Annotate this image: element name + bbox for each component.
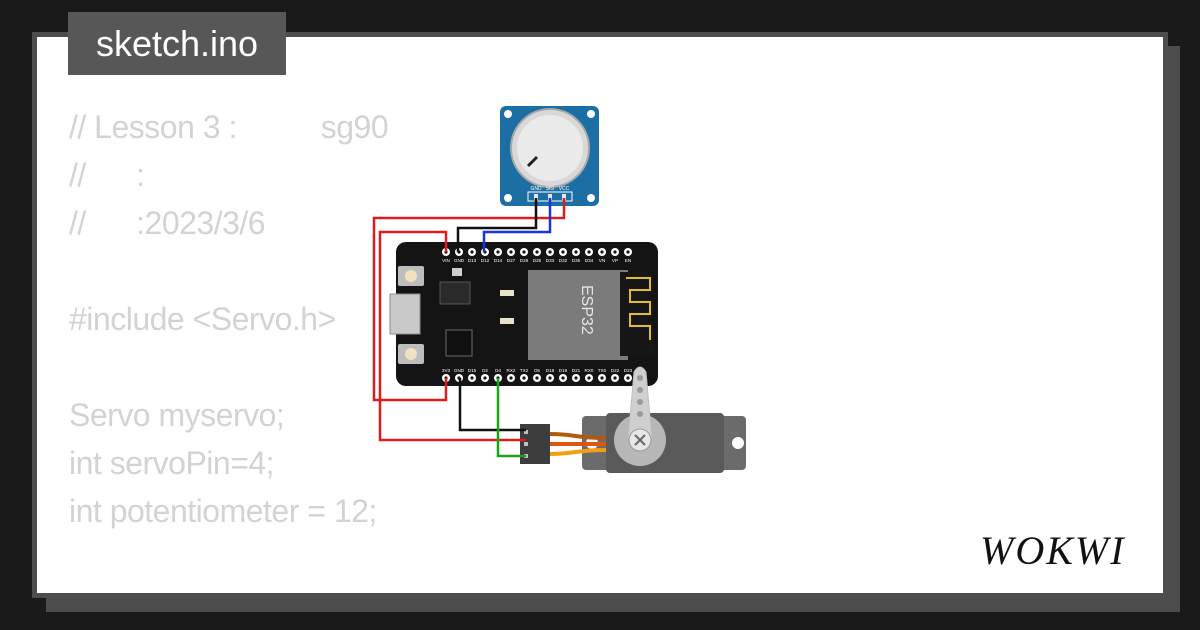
file-name-tab: sketch.ino (68, 12, 286, 75)
servo-motor (520, 366, 746, 473)
header-pin-hole (613, 250, 617, 254)
header-pin-hole (574, 250, 578, 254)
header-pin-hole (496, 250, 500, 254)
wokwi-logo: WOKWI (980, 528, 1126, 573)
file-name-label: sketch.ino (95, 22, 259, 64)
header-pin-hole (483, 376, 487, 380)
header-pin-hole (561, 376, 565, 380)
header-pin-label: D19 (559, 368, 568, 373)
header-pin-label: D34 (585, 258, 594, 263)
header-pin-hole (522, 250, 526, 254)
header-pin-hole (548, 376, 552, 380)
header-pin-label: EN (625, 258, 631, 263)
header-pin-hole (509, 250, 513, 254)
header-pin-label: D4 (495, 368, 501, 373)
potentiometer-knob-indicator (526, 155, 539, 168)
header-pin-label: D15 (468, 368, 477, 373)
header-pin-hole (600, 250, 604, 254)
header-pin-label: D23 (624, 368, 633, 373)
connection-wires (372, 198, 566, 458)
header-pin-label: D14 (494, 258, 503, 263)
header-pin-label: 3V3 (442, 368, 451, 373)
header-pin-label: D27 (507, 258, 516, 263)
wokwi-logo-text: WOKWI (980, 528, 1126, 573)
header-pin-hole (535, 376, 539, 380)
pot-pin-label: GND (530, 186, 542, 192)
code-line (69, 535, 388, 583)
header-pin-hole (613, 376, 617, 380)
code-line: int potentiometer = 12; (69, 493, 377, 529)
header-pin-label: GND (454, 368, 465, 373)
header-pin-label: D12 (481, 258, 490, 263)
code-line: #include <Servo.h> (69, 301, 336, 337)
header-pin-label: D26 (520, 258, 529, 263)
header-pin-hole (470, 376, 474, 380)
header-pin-label: VP (612, 258, 618, 263)
board-chip-label: ESP32 (578, 285, 595, 335)
header-pin-hole (626, 250, 630, 254)
header-pin-label: D35 (572, 258, 581, 263)
header-pin-label: D33 (546, 258, 555, 263)
code-line (69, 343, 388, 391)
header-pin-hole (535, 250, 539, 254)
header-pin-label: D22 (611, 368, 620, 373)
header-pin-hole (600, 376, 604, 380)
header-pin-label: TX0 (598, 368, 607, 373)
header-pin-hole (626, 376, 630, 380)
header-pin-label: TX2 (520, 368, 529, 373)
header-pin-hole (548, 250, 552, 254)
code-line (69, 247, 388, 295)
preview-card: // Lesson 3 : sg90 // : // :2023/3/6 #in… (37, 37, 1163, 593)
header-pin-hole (470, 250, 474, 254)
code-preview: // Lesson 3 : sg90 // : // :2023/3/6 #in… (69, 103, 389, 593)
header-pin-label: RX0 (585, 368, 594, 373)
code-line: Servo myservo; (69, 397, 285, 433)
header-pin-label: VIN (442, 258, 450, 263)
header-pin-label: GND (454, 258, 465, 263)
header-pin-label: VN (599, 258, 605, 263)
code-line: int servoPin=4; (69, 445, 275, 481)
header-pin-label: D5 (534, 368, 540, 373)
header-pin-hole (509, 376, 513, 380)
header-pin-hole (587, 250, 591, 254)
header-pin-label: D2 (482, 368, 488, 373)
pot-pin-label: VCC (559, 186, 570, 192)
header-pin-label: D32 (559, 258, 568, 263)
code-line: void setup() { (69, 583, 388, 593)
header-pin-label: D18 (546, 368, 555, 373)
header-pin-hole (574, 376, 578, 380)
header-pin-label: D13 (468, 258, 477, 263)
servo-lead (549, 432, 607, 456)
header-pin-label: RX2 (507, 368, 516, 373)
code-line: // Lesson 3 : sg90 (69, 109, 389, 145)
code-line: // : (69, 157, 145, 193)
code-line: // :2023/3/6 (69, 205, 266, 241)
header-pin-hole (522, 376, 526, 380)
pot-pin-label: SIG (546, 186, 555, 192)
header-pin-label: D21 (572, 368, 581, 373)
header-pin-label: D25 (533, 258, 542, 263)
potentiometer: GND SIG VCC (500, 106, 599, 206)
header-pin-hole (561, 250, 565, 254)
header-pin-hole (587, 376, 591, 380)
